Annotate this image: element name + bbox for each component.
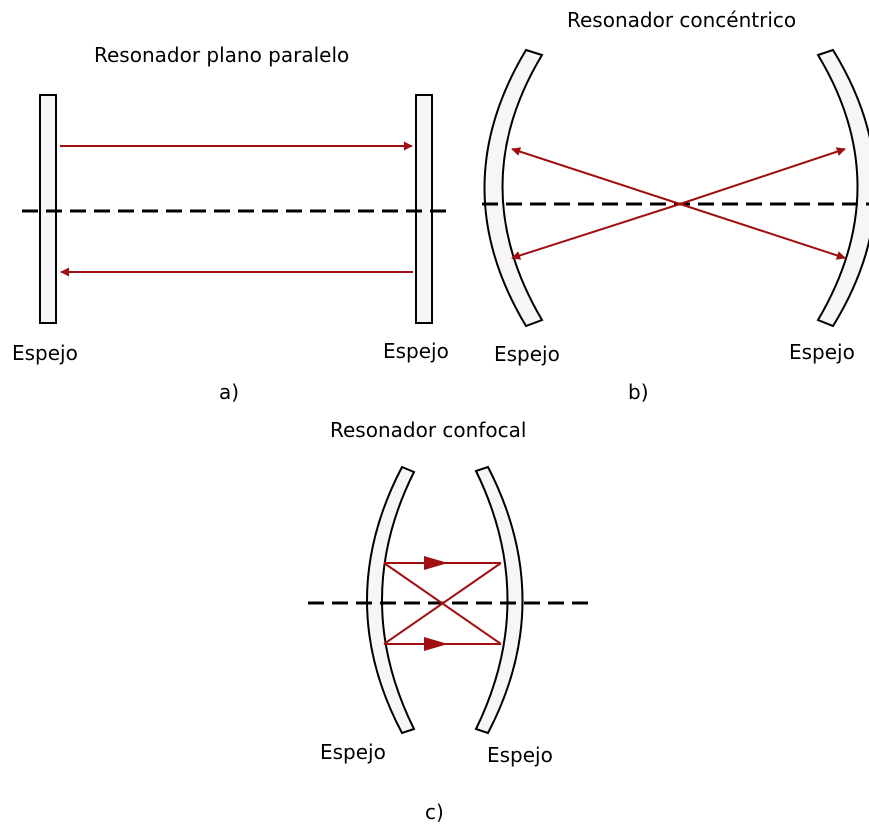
panel-c-caption: c) xyxy=(425,800,444,824)
panel-b-right-mirror-label: Espejo xyxy=(789,340,855,364)
panel-a-right-mirror-label: Espejo xyxy=(383,339,449,363)
panel-a-title: Resonador plano paralelo xyxy=(94,43,349,67)
panel-b-ray-upper-right xyxy=(679,147,846,205)
panel-c: Resonador confocal Espejo Espejo c) xyxy=(308,418,588,824)
panel-c-title: Resonador confocal xyxy=(330,418,526,442)
panel-b-title: Resonador concéntrico xyxy=(567,8,796,32)
panel-c-right-mirror xyxy=(474,465,524,735)
panel-c-left-mirror xyxy=(366,465,416,735)
panel-a-right-mirror xyxy=(415,94,433,324)
panel-b-caption: b) xyxy=(628,380,649,404)
panel-c-arrowhead-bottom xyxy=(424,637,448,651)
panel-c-right-mirror-label: Espejo xyxy=(487,743,553,767)
panel-a-left-mirror xyxy=(39,94,57,324)
panel-b-ray-lower-left xyxy=(511,203,681,260)
panel-a: Resonador plano paralelo Espejo Espejo a… xyxy=(12,43,452,404)
panel-b-right-mirror xyxy=(816,48,869,328)
panel-c-ray-diagonal-up xyxy=(383,562,502,645)
panel-a-left-mirror-label: Espejo xyxy=(12,341,78,365)
panel-b: Resonador concéntrico Espejo Espejo b) xyxy=(482,8,869,404)
panel-c-arrowhead-top xyxy=(424,556,448,570)
panel-b-ray-lower-right xyxy=(679,203,846,260)
panel-a-caption: a) xyxy=(219,380,239,404)
panel-b-left-mirror xyxy=(483,48,544,328)
panel-b-ray-upper-left xyxy=(511,147,681,205)
panel-c-left-mirror-label: Espejo xyxy=(320,740,386,764)
panel-b-left-mirror-label: Espejo xyxy=(494,342,560,366)
